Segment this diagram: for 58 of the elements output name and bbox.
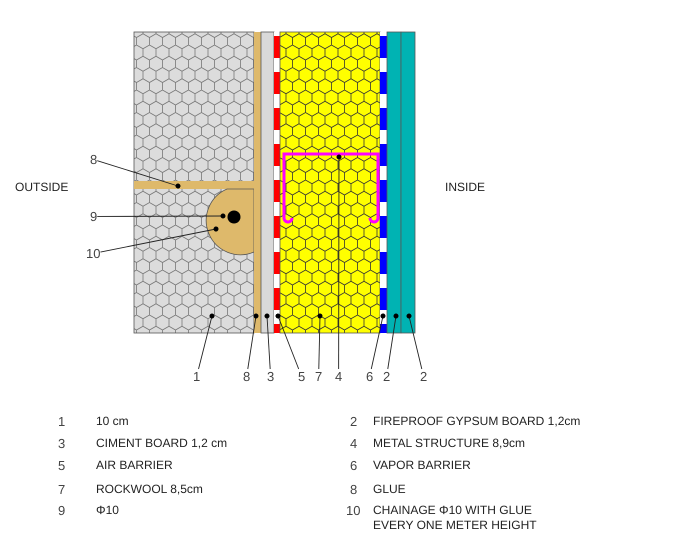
callout-number: 2	[383, 369, 390, 384]
insulation-layer	[280, 32, 380, 334]
leader-line	[264, 314, 271, 370]
callout-number: 7	[58, 482, 66, 497]
callout-number: 5	[58, 458, 66, 473]
glue-joint	[134, 181, 254, 189]
callout-number: 1	[193, 369, 200, 384]
glue-layer	[254, 32, 261, 333]
legend-text: CHAINAGE Φ10 WITH GLUE EVERY ONE METER HEIGHT	[373, 503, 538, 533]
callout-number: 8	[243, 369, 250, 384]
leader-line	[276, 314, 300, 370]
legend-text: VAPOR BARRIER	[373, 458, 471, 473]
callout-number: 10	[346, 503, 360, 518]
gypsum-board-layer	[400, 32, 416, 334]
callout-number: 2	[420, 369, 428, 384]
callout-number: 3	[58, 436, 66, 451]
callout-number: 2	[350, 414, 358, 429]
legend-text: FIREPROOF GYPSUM BOARD 1,2cm	[373, 414, 580, 429]
legend-text: METAL STRUCTURE 8,9cm	[373, 436, 526, 451]
vapor-barrier-layer	[380, 32, 387, 333]
leader-line	[247, 314, 258, 370]
leader-line	[318, 314, 322, 370]
cement-board-layer	[260, 32, 274, 334]
callout-number: 9	[90, 209, 98, 224]
legend-text: Φ10	[96, 503, 119, 518]
leader-line	[198, 314, 214, 370]
callout-number: 3	[267, 369, 274, 384]
legend-text: AIR BARRIER	[96, 458, 173, 473]
leader-line	[96, 214, 226, 218]
callout-number: 4	[350, 436, 358, 451]
callout-number: 9	[58, 503, 66, 518]
legend-text: GLUE	[373, 482, 406, 497]
leader-line	[100, 226, 218, 252]
rebar-section	[228, 210, 240, 224]
side-label: INSIDE	[445, 180, 486, 195]
legend-text: 10 cm	[96, 414, 129, 429]
callout-number: 6	[350, 458, 358, 473]
leader-line	[370, 314, 386, 370]
callout-number: 4	[335, 369, 342, 384]
legend-text: CIMENT BOARD 1,2 cm	[96, 436, 228, 451]
leader-line	[96, 160, 180, 188]
gypsum-board-layer	[386, 32, 402, 334]
leader-line	[336, 154, 342, 370]
air-barrier-layer	[274, 32, 280, 333]
chainage-section	[206, 188, 254, 256]
metal-profile	[282, 152, 380, 224]
side-label: OUTSIDE	[15, 180, 68, 195]
callout-number: 5	[298, 369, 306, 384]
callout-number: 7	[315, 369, 322, 384]
callout-number: 1	[58, 414, 66, 429]
block-layer	[134, 32, 254, 334]
callout-number: 8	[90, 152, 98, 167]
leader-line	[406, 314, 422, 370]
callout-number: 8	[350, 482, 358, 497]
leader-line	[387, 314, 398, 370]
callout-number: 6	[366, 369, 374, 384]
callout-number: 10	[86, 246, 100, 261]
legend-text: ROCKWOOL 8,5cm	[96, 482, 203, 497]
